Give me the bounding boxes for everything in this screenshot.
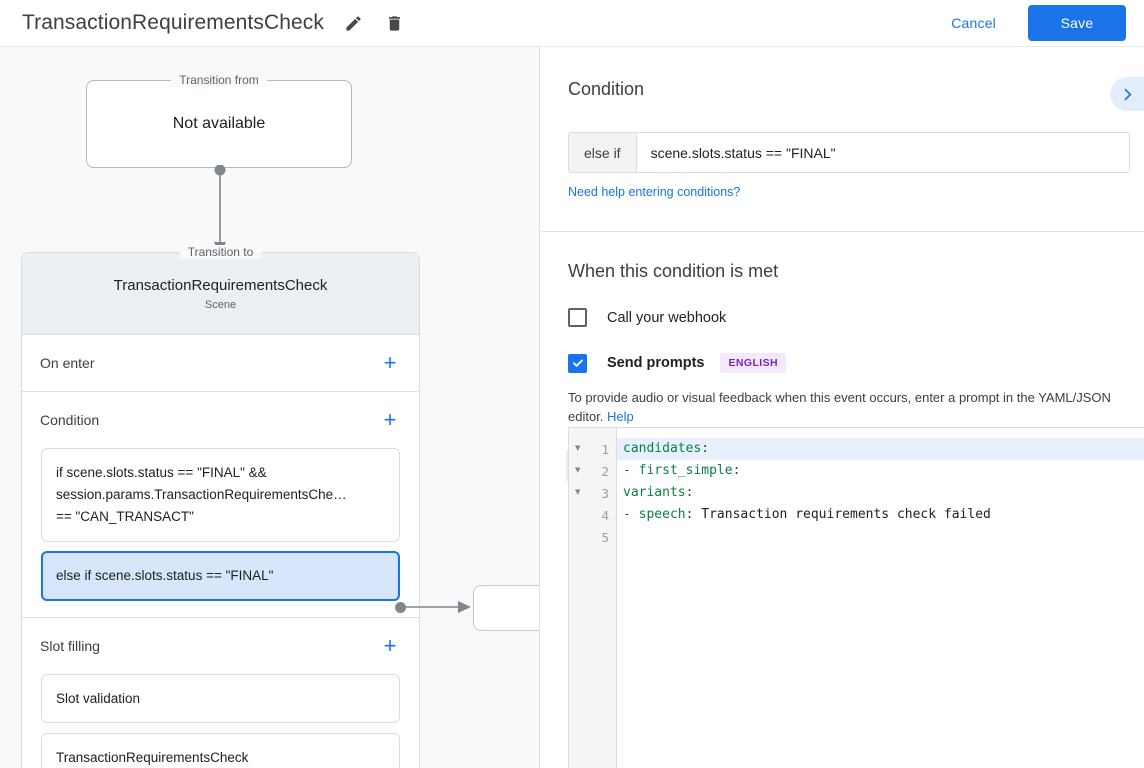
checkmark-icon bbox=[572, 359, 583, 367]
condition-item[interactable]: if scene.slots.status == "FINAL" && sess… bbox=[41, 448, 400, 542]
condition-edge-arrow bbox=[403, 601, 471, 613]
send-prompts-description-text: To provide audio or visual feedback when… bbox=[568, 390, 1111, 424]
code-token-value: Transaction requirements check failed bbox=[693, 507, 991, 522]
collapse-panel-button[interactable] bbox=[1110, 77, 1144, 111]
app-header: TransactionRequirementsCheck Cancel Save bbox=[0, 0, 1144, 47]
code-line[interactable]: variants: bbox=[617, 482, 1144, 504]
section-title-on-enter: On enter bbox=[40, 355, 95, 371]
slot-filling-item[interactable]: Slot validation bbox=[41, 674, 400, 723]
condition-input[interactable] bbox=[636, 133, 1129, 172]
code-line[interactable] bbox=[617, 526, 1144, 548]
transition-from-value: Not available bbox=[172, 115, 266, 132]
transition-to-legend: Transition to bbox=[179, 245, 262, 259]
fold-toggle-icon[interactable]: ▼ bbox=[575, 487, 581, 498]
scene-subtitle: Scene bbox=[204, 298, 237, 311]
code-token-key: - first_simple bbox=[623, 463, 733, 478]
save-button[interactable]: Save bbox=[1028, 5, 1126, 41]
transition-from-box: Transition from Not available bbox=[86, 73, 352, 168]
trash-icon bbox=[388, 15, 400, 31]
graph-section-slot-filling: Slot filling + Slot validation Transacti… bbox=[22, 618, 419, 768]
send-prompts-description: To provide audio or visual feedback when… bbox=[568, 388, 1117, 426]
when-condition-met-heading: When this condition is met bbox=[568, 261, 779, 281]
line-number: 4 bbox=[601, 507, 609, 523]
send-prompts-row: Send prompts ENGLISH bbox=[568, 353, 1117, 373]
gutter-row: 4 bbox=[569, 504, 616, 526]
condition-item-selected[interactable]: else if scene.slots.status == "FINAL" bbox=[41, 551, 400, 601]
chevron-right-icon bbox=[1124, 88, 1131, 100]
webhook-row: Call your webhook bbox=[568, 308, 1117, 327]
pencil-icon bbox=[345, 15, 361, 31]
line-number: 3 bbox=[601, 485, 609, 501]
section-header: Condition + bbox=[22, 392, 419, 448]
code-line[interactable]: - speech: Transaction requirements check… bbox=[617, 504, 1144, 526]
graph-section-on-enter: On enter + bbox=[22, 335, 419, 392]
target-node-stub[interactable] bbox=[473, 585, 539, 631]
condition-heading: Condition bbox=[568, 79, 645, 99]
condition-prefix-label: else if bbox=[569, 133, 637, 172]
condition-block: Condition else if Need help entering con… bbox=[541, 47, 1144, 232]
add-on-enter-button[interactable]: + bbox=[383, 350, 397, 375]
cancel-button[interactable]: Cancel bbox=[941, 7, 1006, 39]
condition-input-row: else if bbox=[568, 132, 1130, 173]
line-number: 5 bbox=[601, 529, 609, 545]
code-token-key: variants bbox=[623, 485, 686, 500]
code-token-punct: : bbox=[701, 441, 710, 456]
scene-name: TransactionRequirementsCheck bbox=[113, 276, 328, 294]
add-condition-button[interactable]: + bbox=[383, 407, 397, 432]
code-token-punct: : bbox=[732, 463, 741, 478]
call-webhook-checkbox[interactable] bbox=[568, 308, 587, 327]
code-token-key: - speech bbox=[623, 507, 686, 522]
language-badge: ENGLISH bbox=[720, 353, 786, 373]
code-line[interactable]: candidates: bbox=[617, 438, 1144, 460]
gutter-row: 5 bbox=[569, 526, 616, 548]
editor-code-area[interactable]: candidates: - first_simple: variants: - … bbox=[617, 428, 1144, 768]
code-token-punct: : bbox=[685, 485, 694, 500]
condition-list: if scene.slots.status == "FINAL" && sess… bbox=[22, 448, 419, 617]
gutter-row: ▼ 2 bbox=[569, 460, 616, 482]
slot-filling-item[interactable]: TransactionRequirementsCheck bbox=[41, 733, 400, 768]
fold-toggle-icon[interactable]: ▼ bbox=[575, 465, 581, 476]
line-number: 1 bbox=[601, 441, 609, 457]
section-header: On enter + bbox=[22, 335, 419, 391]
code-token-punct: : bbox=[685, 507, 694, 522]
section-title-slot-filling: Slot filling bbox=[40, 638, 100, 654]
gutter-row: ▼ 1 bbox=[569, 438, 616, 460]
section-title-condition: Condition bbox=[40, 412, 100, 428]
condition-help-link[interactable]: Need help entering conditions? bbox=[568, 185, 741, 199]
send-prompts-checkbox[interactable] bbox=[568, 353, 587, 373]
transition-to-card: Transition to TransactionRequirementsChe… bbox=[21, 245, 420, 768]
page-title: TransactionRequirementsCheck bbox=[22, 11, 324, 34]
transition-from-legend: Transition from bbox=[171, 73, 267, 87]
delete-button[interactable] bbox=[379, 8, 409, 38]
edit-button[interactable] bbox=[338, 8, 368, 38]
condition-output-handle[interactable] bbox=[395, 602, 406, 613]
slot-filling-list: Slot validation TransactionRequirementsC… bbox=[22, 674, 419, 768]
editor-gutter: ▼ 1 ▼ 2 ▼ 3 4 5 bbox=[569, 428, 617, 768]
scene-graph-pane: Transition from Not available Transition… bbox=[0, 47, 540, 768]
prompts-help-link[interactable]: Help bbox=[607, 409, 634, 424]
scene-card-header[interactable]: Transition to TransactionRequirementsChe… bbox=[22, 245, 419, 335]
call-webhook-label: Call your webhook bbox=[607, 309, 727, 326]
gutter-row: ▼ 3 bbox=[569, 482, 616, 504]
fold-toggle-icon[interactable]: ▼ bbox=[575, 443, 581, 454]
send-prompts-label: Send prompts bbox=[607, 355, 705, 371]
add-slot-filling-button[interactable]: + bbox=[383, 633, 397, 658]
code-line[interactable]: - first_simple: bbox=[617, 460, 1144, 482]
line-number: 2 bbox=[601, 463, 609, 479]
yaml-code-editor[interactable]: ▼ 1 ▼ 2 ▼ 3 4 5 candidates: - first_simp… bbox=[568, 427, 1144, 768]
graph-section-condition: Condition + if scene.slots.status == "FI… bbox=[22, 392, 419, 618]
code-token-key: candidates bbox=[623, 441, 702, 456]
section-header: Slot filling + bbox=[22, 618, 419, 674]
